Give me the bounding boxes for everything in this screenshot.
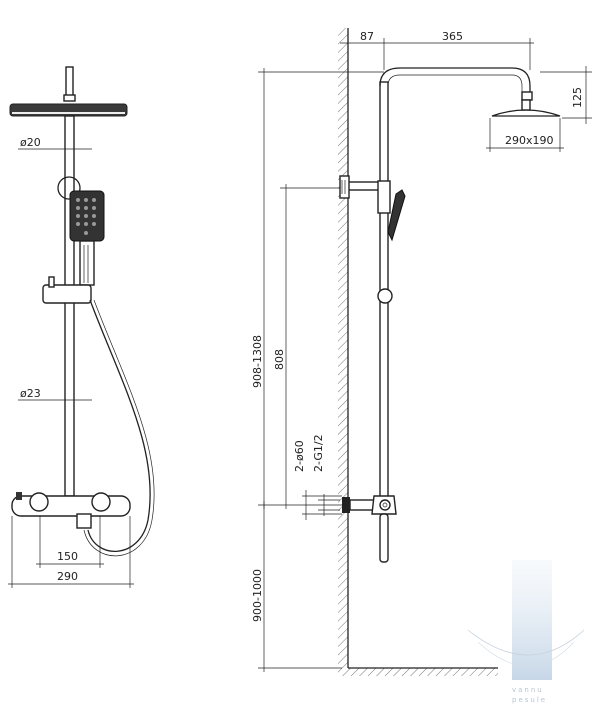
dim-rail-height: 908-1308 — [251, 335, 264, 388]
side-view: 87 365 125 290x190 908-1308 900-1000 808… — [251, 28, 592, 676]
slider-knob — [48, 276, 55, 288]
mixer-handle-left — [29, 492, 49, 512]
mixer-handle-right — [91, 492, 111, 512]
side-shower-head — [491, 109, 561, 117]
watermark: vannu pesule — [467, 560, 585, 704]
dim-mount-height: 900-1000 — [251, 569, 264, 622]
watermark-arc — [467, 629, 585, 656]
hand-shower-nozzles — [76, 198, 96, 235]
watermark-text-1: vannu — [512, 686, 544, 694]
watermark-bar — [512, 560, 552, 680]
hand-shower-handle — [79, 240, 95, 286]
dim-inlet-thread: 2-G1/2 — [312, 434, 325, 472]
arm-nut — [521, 91, 533, 101]
dim-rail-diameter: ø23 — [20, 387, 41, 400]
shower-hose — [87, 299, 151, 553]
overhead-arm-outer — [379, 67, 531, 94]
wall-bracket — [347, 181, 381, 191]
wall-bracket-flange — [339, 175, 350, 199]
dim-wall-offset: 87 — [360, 30, 374, 43]
dim-arm-reach: 365 — [442, 30, 463, 43]
overhead-arm-inner — [387, 74, 523, 94]
side-mixer-flange — [342, 497, 350, 513]
dim-holder-height: 808 — [273, 349, 286, 370]
shower-rail — [64, 115, 75, 497]
watermark-text-2: pesule — [512, 696, 547, 704]
dim-inlet-diameter: 2-ø60 — [293, 440, 306, 472]
rail-top-cap — [65, 66, 74, 98]
dim-inner-width: 150 — [57, 550, 78, 563]
rail-slider — [42, 284, 92, 304]
side-hand-shower — [387, 189, 406, 242]
floor-hatch — [338, 668, 498, 676]
thermostatic-mixer — [11, 495, 131, 517]
side-holder — [377, 180, 391, 214]
dim-head-size: 290x190 — [505, 134, 554, 147]
mixer-cap — [16, 492, 22, 500]
front-view: ø20 ø23 150 290 — [8, 66, 155, 588]
holder-ring — [57, 176, 81, 200]
rail-nut — [63, 94, 76, 102]
dim-total-width: 290 — [57, 570, 78, 583]
dim-arm-diameter: ø20 — [20, 136, 41, 149]
side-mixer-outlet — [379, 513, 389, 563]
rain-shower-face — [12, 112, 125, 114]
mixer-outlet — [76, 513, 92, 529]
wall-hatch — [338, 28, 348, 668]
side-slider-knob — [377, 288, 393, 304]
dim-head-height: 125 — [571, 87, 584, 108]
rain-shower-head — [9, 103, 128, 117]
